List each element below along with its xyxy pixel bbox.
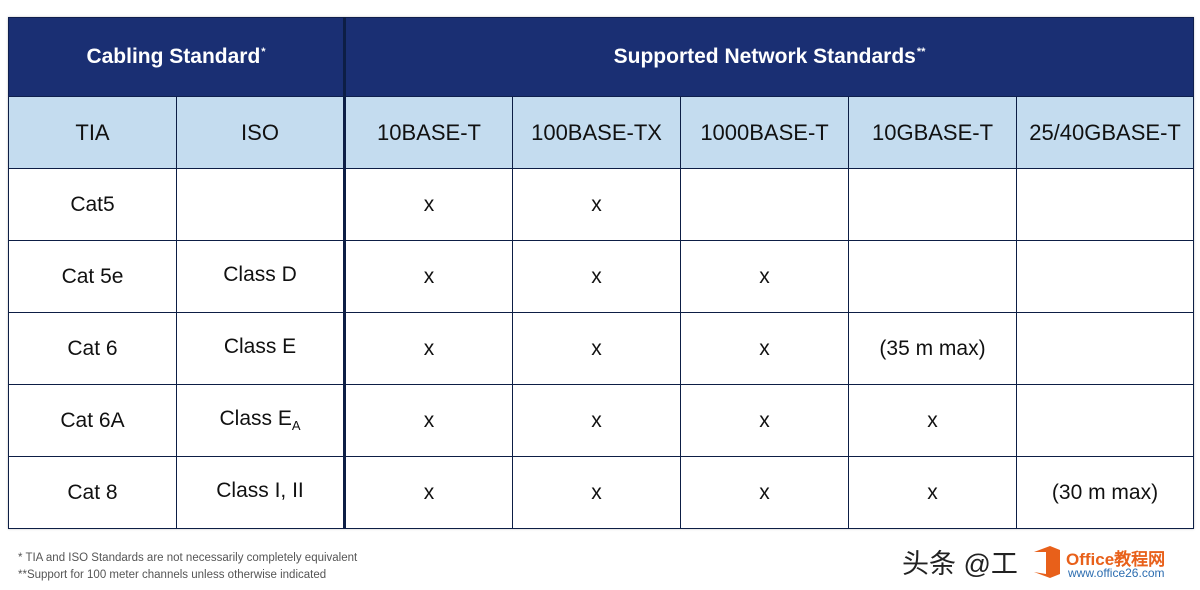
- iso-cell: [175, 168, 346, 241]
- support-cell: x: [343, 312, 514, 385]
- column-header-10base-t: 10BASE-T: [343, 96, 514, 169]
- tia-cell: Cat 6: [8, 312, 177, 385]
- watermark-badge: Office教程网 www.office26.com: [1028, 542, 1188, 582]
- table-row: Cat 6 Class E x x x (35 m max): [8, 312, 1195, 385]
- support-cell: x: [512, 312, 682, 385]
- support-cell: [680, 168, 850, 241]
- tia-cell: Cat 6A: [8, 384, 177, 457]
- footnote-mark-double: **: [916, 46, 926, 58]
- iso-cell: Class EA: [175, 384, 346, 457]
- header-sub-row: TIA ISO 10BASE-T 100BASE-TX 1000BASE-T 1…: [8, 96, 1195, 169]
- table-row: Cat 8 Class I, II x x x x (30 m max): [8, 456, 1195, 529]
- support-cell: [1016, 384, 1195, 457]
- column-header-25-40gbase-t: 25/40GBASE-T: [1016, 96, 1195, 169]
- support-cell: [1016, 312, 1195, 385]
- footnote-mark-single: *: [261, 46, 266, 58]
- column-header-10gbase-t: 10GBASE-T: [848, 96, 1018, 169]
- support-cell: [848, 168, 1018, 241]
- tia-cell: Cat 5e: [8, 240, 177, 313]
- support-cell: x: [680, 384, 850, 457]
- tia-cell: Cat 8: [8, 456, 177, 529]
- office-logo-icon: [1034, 546, 1060, 578]
- cabling-standards-table: Cabling Standard* Supported Network Stan…: [7, 17, 1195, 529]
- table-row: Cat 5e Class D x x x: [8, 240, 1195, 313]
- footnote-channel-length: **Support for 100 meter channels unless …: [18, 569, 327, 581]
- support-cell: x: [512, 168, 682, 241]
- support-cell: x: [512, 456, 682, 529]
- header-supported-network-standards: Supported Network Standards**: [343, 17, 1195, 97]
- table-row: Cat5 x x: [8, 168, 1195, 241]
- watermark-text: 头条 @工: [902, 549, 1018, 579]
- column-header-1000base-t: 1000BASE-T: [680, 96, 850, 169]
- header-group-row: Cabling Standard* Supported Network Stan…: [7, 17, 1195, 97]
- support-cell: [848, 240, 1018, 313]
- support-cell: x: [512, 240, 682, 313]
- header-cabling-standard: Cabling Standard*: [7, 17, 346, 97]
- table-row: Cat 6A Class EA x x x x: [8, 384, 1195, 457]
- watermark-url: www.office26.com: [1068, 566, 1165, 580]
- support-cell: x: [848, 384, 1018, 457]
- support-cell: x: [343, 384, 514, 457]
- support-cell: [1016, 240, 1195, 313]
- footnotes: * TIA and ISO Standards are not necessar…: [18, 550, 357, 584]
- iso-cell: Class I, II: [175, 456, 346, 529]
- support-cell: x: [848, 456, 1018, 529]
- support-cell: x: [343, 168, 514, 241]
- iso-cell: Class E: [175, 312, 346, 385]
- support-cell: x: [680, 240, 850, 313]
- support-cell: (35 m max): [848, 312, 1018, 385]
- tia-cell: Cat5: [8, 168, 177, 241]
- support-cell: x: [343, 456, 514, 529]
- support-cell: x: [680, 456, 850, 529]
- iso-cell: Class D: [175, 240, 346, 313]
- support-cell: [1016, 168, 1195, 241]
- column-header-iso: ISO: [175, 96, 346, 169]
- column-header-tia: TIA: [8, 96, 177, 169]
- support-cell: x: [680, 312, 850, 385]
- support-cell: (30 m max): [1016, 456, 1195, 529]
- watermark-brand: Office教程网: [1066, 550, 1166, 569]
- footnote-equivalence: * TIA and ISO Standards are not necessar…: [18, 552, 358, 564]
- support-cell: x: [343, 240, 514, 313]
- column-header-100base-tx: 100BASE-TX: [512, 96, 682, 169]
- support-cell: x: [512, 384, 682, 457]
- watermark: 头条 @工 Office教程网 www.office26.com: [902, 540, 1192, 584]
